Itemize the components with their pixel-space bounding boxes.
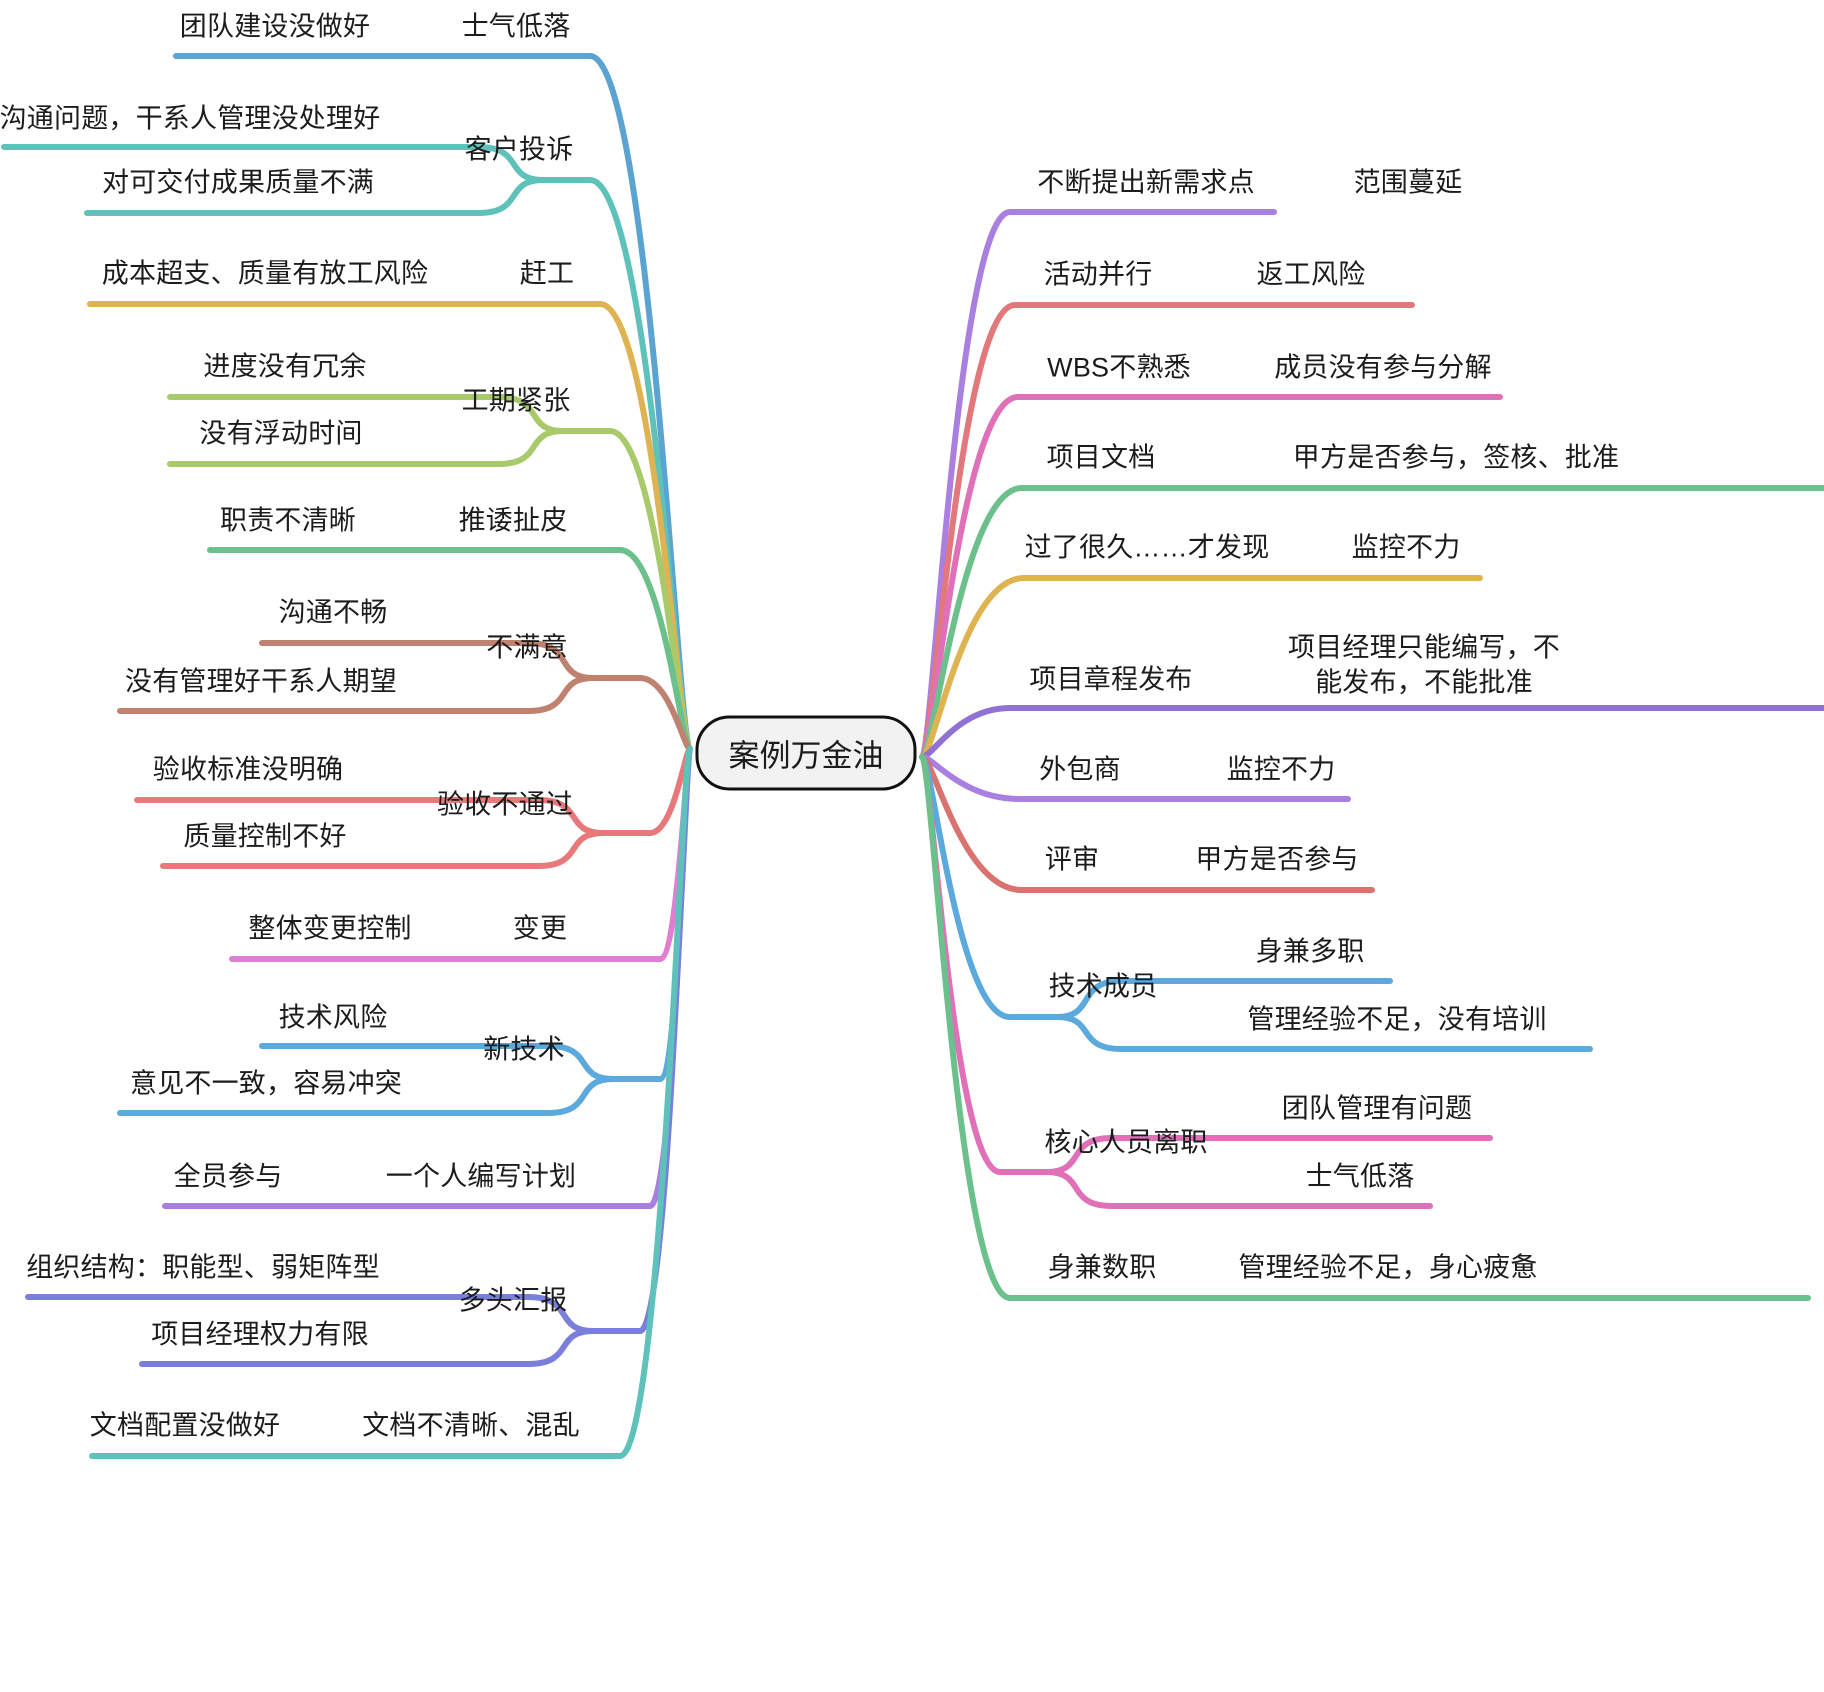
branch-label-schedule-tight[interactable]: 工期紧张 bbox=[461, 385, 571, 416]
branch-label-charter-release[interactable]: 项目经理只能编写，不 能发布，不能批准 bbox=[1288, 632, 1560, 697]
child-label-acceptance-fail-1[interactable]: 质量控制不好 bbox=[183, 821, 347, 852]
branch-label-project-docs[interactable]: 甲方是否参与，签核、批准 bbox=[1292, 442, 1620, 473]
child-label-charter-release-0[interactable]: 项目章程发布 bbox=[1029, 664, 1193, 695]
child-label-tech-members-0[interactable]: 身兼多职 bbox=[1255, 936, 1365, 967]
branch-label-multi-reporting[interactable]: 多头汇报 bbox=[458, 1285, 568, 1316]
branch-label-outsourcer[interactable]: 监控不力 bbox=[1226, 754, 1336, 785]
child-label-schedule-tight-1[interactable]: 没有浮动时间 bbox=[199, 418, 363, 449]
branch-label-rush-work[interactable]: 赶工 bbox=[519, 258, 575, 289]
child-label-customer-complaint-1[interactable]: 对可交付成果质量不满 bbox=[102, 167, 374, 198]
branch-label-docs-messy[interactable]: 文档不清晰、混乱 bbox=[362, 1410, 580, 1441]
branch-label-acceptance-fail[interactable]: 验收不通过 bbox=[437, 789, 573, 820]
branch-label-one-person-plan[interactable]: 一个人编写计划 bbox=[385, 1161, 577, 1192]
child-label-wbs-unaware-0[interactable]: WBS不熟悉 bbox=[1047, 352, 1191, 383]
branch-label-tech-members[interactable]: 技术成员 bbox=[1048, 971, 1158, 1002]
child-label-weak-monitoring-0[interactable]: 过了很久……才发现 bbox=[1024, 532, 1270, 563]
child-label-one-person-plan-0[interactable]: 全员参与 bbox=[173, 1161, 283, 1192]
branch-label-multi-roles[interactable]: 管理经验不足，身心疲惫 bbox=[1238, 1252, 1538, 1283]
child-label-acceptance-fail-0[interactable]: 验收标准没明确 bbox=[152, 754, 344, 785]
child-label-scope-creep-0[interactable]: 不断提出新需求点 bbox=[1037, 167, 1255, 198]
branch-label-review[interactable]: 甲方是否参与 bbox=[1195, 844, 1359, 875]
child-label-outsourcer-0[interactable]: 外包商 bbox=[1039, 754, 1121, 785]
child-label-multi-reporting-1[interactable]: 项目经理权力有限 bbox=[151, 1319, 369, 1350]
branch-label-customer-complaint[interactable]: 客户投诉 bbox=[464, 134, 574, 165]
child-label-customer-complaint-0[interactable]: 沟通问题，干系人管理没处理好 bbox=[0, 103, 381, 134]
connector-path bbox=[919, 754, 1013, 1301]
child-label-multi-roles-0[interactable]: 身兼数职 bbox=[1047, 1252, 1157, 1283]
connector-path bbox=[84, 177, 593, 216]
branch-label-dissatisfied[interactable]: 不满意 bbox=[486, 632, 568, 663]
child-label-project-docs-0[interactable]: 项目文档 bbox=[1046, 442, 1156, 473]
branch-label-scope-creep[interactable]: 范围蔓延 bbox=[1353, 167, 1463, 198]
branch-label-morale[interactable]: 士气低落 bbox=[461, 11, 571, 42]
branch-label-buck-passing[interactable]: 推诿扯皮 bbox=[458, 505, 568, 536]
child-label-key-staff-leave-1[interactable]: 士气低落 bbox=[1305, 1161, 1415, 1192]
connector-path bbox=[617, 746, 693, 1459]
child-label-new-tech-0[interactable]: 技术风险 bbox=[278, 1002, 388, 1033]
connector-path bbox=[139, 1328, 643, 1367]
child-label-rush-work-0[interactable]: 成本超支、质量有放工风险 bbox=[101, 258, 429, 289]
branch-label-rework-risk[interactable]: 返工风险 bbox=[1256, 259, 1366, 290]
child-label-review-0[interactable]: 评审 bbox=[1044, 844, 1100, 875]
connector-path bbox=[1007, 1014, 1593, 1052]
branch-label-key-staff-leave[interactable]: 核心人员离职 bbox=[1044, 1127, 1208, 1158]
child-label-change-0[interactable]: 整体变更控制 bbox=[248, 913, 412, 944]
connector-path bbox=[997, 1169, 1433, 1209]
connector-path bbox=[117, 675, 643, 714]
connector-path bbox=[160, 830, 653, 869]
connector-path bbox=[919, 575, 1027, 760]
child-label-multi-reporting-0[interactable]: 组织结构：职能型、弱矩阵型 bbox=[26, 1252, 380, 1283]
child-label-new-tech-1[interactable]: 意见不一致，容易冲突 bbox=[130, 1068, 402, 1099]
branch-label-wbs-unaware[interactable]: 成员没有参与分解 bbox=[1274, 352, 1492, 383]
child-label-rework-risk-0[interactable]: 活动并行 bbox=[1043, 259, 1153, 290]
branch-label-change[interactable]: 变更 bbox=[512, 913, 568, 944]
branch-label-weak-monitoring[interactable]: 监控不力 bbox=[1351, 532, 1461, 563]
child-label-tech-members-1[interactable]: 管理经验不足，没有培训 bbox=[1247, 1004, 1547, 1035]
connector-path bbox=[637, 675, 693, 752]
child-label-dissatisfied-0[interactable]: 沟通不畅 bbox=[278, 597, 388, 628]
child-label-key-staff-leave-0[interactable]: 团队管理有问题 bbox=[1281, 1093, 1473, 1124]
child-label-schedule-tight-0[interactable]: 进度没有冗余 bbox=[203, 351, 367, 382]
root-node[interactable]: 案例万金油 bbox=[695, 715, 917, 791]
child-label-docs-messy-0[interactable]: 文档配置没做好 bbox=[89, 1410, 281, 1441]
connector-path bbox=[117, 1076, 663, 1116]
connector-path bbox=[167, 428, 613, 467]
child-label-morale-0[interactable]: 团队建设没做好 bbox=[179, 11, 371, 42]
branch-label-new-tech[interactable]: 新技术 bbox=[483, 1034, 565, 1065]
child-label-buck-passing-0[interactable]: 职责不清晰 bbox=[220, 505, 356, 536]
child-label-dissatisfied-1[interactable]: 没有管理好干系人期望 bbox=[125, 666, 397, 697]
root-node-label: 案例万金油 bbox=[728, 738, 884, 774]
